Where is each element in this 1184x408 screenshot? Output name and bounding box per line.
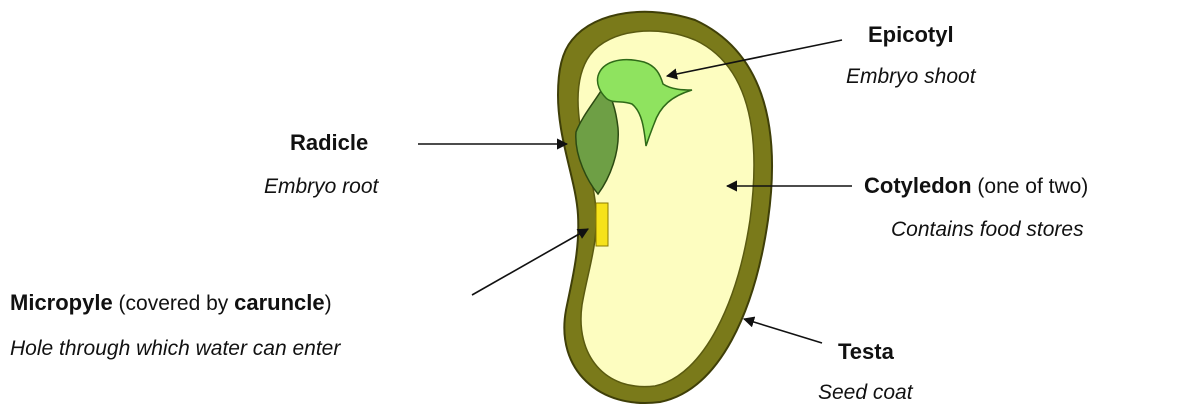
micropyle-caruncle-term: caruncle (234, 290, 325, 315)
cotyledon-description: Contains food stores (891, 217, 1084, 243)
testa-name: Testa (838, 339, 894, 364)
cotyledon-label: Cotyledon (one of two) (864, 173, 1088, 200)
radicle-description-row: Embryo root (264, 174, 378, 200)
testa-description: Seed coat (818, 380, 913, 406)
micropyle-shape (596, 203, 608, 246)
cotyledon-note: (one of two) (977, 175, 1088, 198)
micropyle-name: Micropyle (10, 290, 113, 315)
radicle-name: Radicle (290, 130, 368, 155)
micropyle-description-row: Hole through which water can enter (10, 336, 340, 362)
testa-label: Testa (838, 339, 894, 366)
cotyledon-description-row: Contains food stores (891, 217, 1084, 243)
micropyle-description: Hole through which water can enter (10, 336, 340, 362)
epicotyl-description: Embryo shoot (846, 64, 976, 90)
micropyle-label: Micropyle (covered by caruncle) (10, 290, 332, 317)
cotyledon-name: Cotyledon (864, 173, 972, 198)
epicotyl-label: Epicotyl (868, 22, 954, 49)
micropyle-note-before: (covered by (119, 292, 229, 315)
micropyle-note-after: ) (325, 292, 332, 315)
testa-description-row: Seed coat (818, 380, 913, 406)
testa-arrow (744, 319, 822, 343)
radicle-label: Radicle (290, 130, 368, 157)
epicotyl-name: Epicotyl (868, 22, 954, 47)
epicotyl-description-row: Embryo shoot (846, 64, 976, 90)
radicle-description: Embryo root (264, 174, 378, 200)
